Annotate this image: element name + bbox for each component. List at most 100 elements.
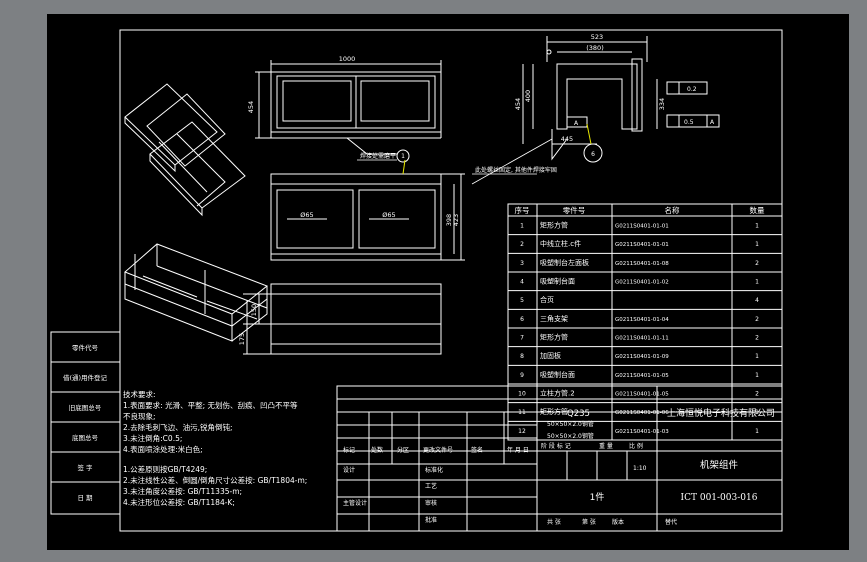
balloon-1	[396, 149, 410, 163]
note-weld: 焊接处需磨平	[360, 152, 396, 160]
tb-replace: 替代	[665, 518, 677, 526]
left-column-label: 借(通)用件登记	[63, 373, 108, 382]
cad-drawing: 1000 454 398 423 150 175 Ø65 Ø65 523 (38…	[50, 29, 783, 532]
bom-table-grid	[507, 203, 783, 441]
bom-row-qty: 4	[755, 297, 759, 304]
bom-row-qty: 1	[755, 409, 759, 416]
dim-bottom-h1: 150	[250, 304, 258, 316]
tb-phase: 阶 段 标 记	[541, 442, 571, 450]
dim-top-depth2: 423	[452, 214, 460, 226]
bom-row-code: G0211S0401-01-03	[615, 429, 669, 435]
bom-row-no: 9	[520, 372, 524, 379]
dim-side-sub: (380)	[586, 44, 603, 52]
bom-row-name: 吸塑制台左面板	[540, 258, 589, 267]
left-column-label: 零件代号	[72, 343, 99, 352]
bom-row-name: 中线立柱.c件	[540, 239, 581, 248]
tb-spec1: 50×50×2.0钢管	[547, 420, 594, 428]
bom-row-name: 矩形方管	[540, 333, 568, 342]
bom-row-name: 吸塑制台面	[540, 370, 575, 379]
tb-spec2: 50×50×2.0钢管	[547, 432, 594, 440]
left-column	[50, 331, 121, 515]
bom-row-no: 6	[520, 316, 524, 323]
left-column-label: 签 字	[77, 463, 93, 472]
tb-weight: 重 量	[599, 442, 613, 450]
dim-top-depth1: 398	[445, 214, 453, 226]
bom-header: 序号	[515, 205, 530, 215]
tb-chief: 主管设计	[343, 499, 367, 507]
gdt-datum: A	[710, 119, 715, 126]
bom-row-qty: 2	[755, 316, 759, 323]
bom-row-no: 7	[520, 335, 524, 342]
bom-row-name: 合页	[540, 295, 554, 304]
gdt-top-value: 0.2	[687, 86, 697, 93]
gdt-bottom-value: 0.5	[684, 119, 694, 126]
iso-view-top	[124, 83, 246, 217]
bom-header: 数量	[750, 205, 765, 215]
tb-review: 审核	[425, 499, 437, 507]
tb-std: 标准化	[425, 466, 443, 474]
dim-side-width: 523	[591, 33, 603, 41]
left-column-label: 底图总号	[72, 433, 99, 442]
tb-craft: 工艺	[425, 482, 437, 490]
tb-ratio: 比 例	[629, 442, 643, 450]
datum-box	[566, 116, 588, 128]
tb-sign: 签名	[471, 446, 483, 454]
leader-yellow-1	[402, 159, 406, 175]
tb-designer: 设计	[343, 466, 355, 474]
tech-title: 技术要求:	[123, 389, 156, 399]
bom-header: 名称	[665, 205, 680, 215]
bom-row-qty: 2	[755, 260, 759, 267]
tb-approve: 批准	[425, 516, 437, 524]
tech-line: 2.去除毛刺飞边、油污,锐角倒钝;	[123, 422, 233, 432]
dim-circle-left: Ø65	[300, 211, 313, 219]
tb-date: 年 月 日	[507, 446, 529, 454]
tb-part-name: 机架组件	[700, 459, 739, 471]
gdt-frame-top	[666, 81, 708, 95]
bottom-view	[243, 283, 442, 355]
bom-row-code: G0211S0401-01-06	[615, 410, 669, 416]
bom-row-name: 矩形方管	[540, 221, 568, 230]
bom-row-qty: 1	[755, 428, 759, 435]
bom-row-no: 11	[518, 409, 526, 416]
left-column-label: 旧底图总号	[69, 403, 102, 412]
bom-row-code: G0211S0401-01-02	[615, 280, 669, 286]
bom-row-no: 2	[520, 241, 524, 248]
title-block-grid	[336, 385, 783, 532]
tb-company: 上海恒悦电子科技有限公司	[667, 407, 775, 419]
balloon-1-label: 1	[401, 153, 405, 160]
tb-quantity: 1件	[590, 491, 605, 503]
bom-row-name: 三角支架	[540, 314, 568, 323]
standard-line: 2.未注线性公差、倒圆/倒角尺寸公差按: GB/T1804-m;	[123, 475, 307, 485]
bom-row-no: 8	[520, 353, 524, 360]
tb-drawing-no: ICT 001-003-016	[681, 493, 758, 503]
bom-row-code: G0211S0401-01-04	[615, 317, 669, 323]
tb-sheet-no: 第 张	[582, 518, 596, 526]
leader-yellow-2	[586, 123, 592, 145]
bom-row-no: 5	[520, 297, 524, 304]
inner-frame	[119, 29, 783, 532]
bom-row-code: G0211S0401-01-11	[615, 336, 669, 342]
gdt-frame-bottom	[666, 114, 720, 128]
dim-circle-right: Ø65	[382, 211, 395, 219]
tb-sheets-total: 共 张	[547, 518, 561, 526]
standard-line: 4.未注形位公差按: GB/T1184-K;	[123, 497, 235, 507]
bom-row-name: 矩形方管	[540, 407, 568, 416]
bom-row-no: 1	[520, 223, 524, 230]
tech-line: 1.表面要求: 光滑、平整; 无划伤、刮痕、凹凸不平等	[123, 400, 298, 410]
bom-row-code: G0211S0401-01-01	[615, 242, 669, 248]
top-view	[270, 173, 465, 261]
dim-side-h1: 454	[514, 98, 522, 110]
tb-zone: 分区	[397, 446, 409, 454]
drawing-sheet[interactable]: 1000 454 398 423 150 175 Ø65 Ø65 523 (38…	[47, 14, 849, 550]
bom-row-qty: 1	[755, 223, 759, 230]
dim-front-width: 1000	[339, 55, 356, 63]
bom-row-no: 10	[518, 391, 526, 398]
tb-change: 更改文件号	[423, 446, 453, 454]
datum-label: A	[574, 120, 579, 127]
dim-side-small: 445	[561, 135, 573, 143]
note-side: 此处螺丝固定, 其他件焊接牢固	[475, 166, 557, 174]
bom-row-qty: 1	[755, 372, 759, 379]
bom-row-no: 12	[518, 428, 526, 435]
dim-bottom-h2: 175	[238, 333, 246, 345]
